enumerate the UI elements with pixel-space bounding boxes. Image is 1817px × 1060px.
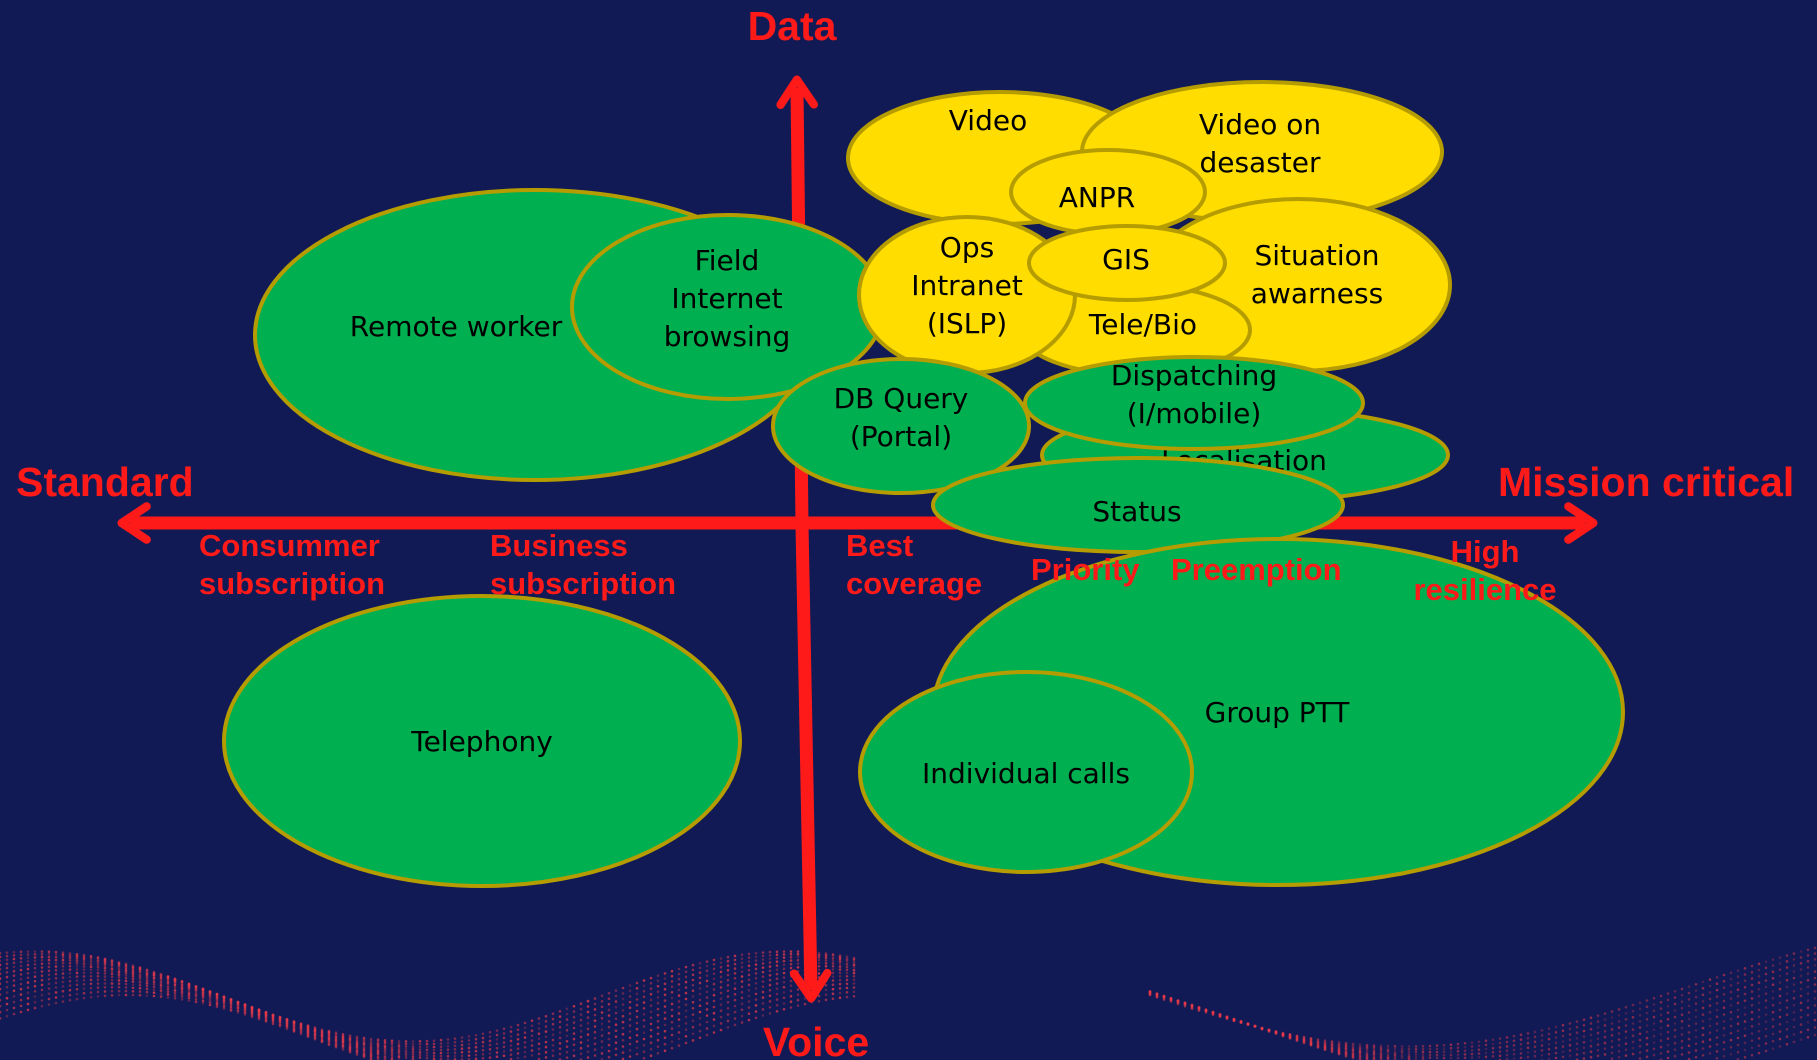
text-line: High xyxy=(1451,534,1520,569)
text-line: Preemption xyxy=(1171,552,1342,587)
text-line: Video on xyxy=(1199,108,1321,141)
text-line: desaster xyxy=(1199,146,1321,179)
text-line: Priority xyxy=(1031,552,1140,587)
text-line: subscription xyxy=(490,566,676,601)
text-line: GIS xyxy=(1102,243,1150,276)
axis-title-data: Data xyxy=(748,3,838,49)
text-line: Individual calls xyxy=(922,757,1130,790)
bubble-label: Status xyxy=(1092,495,1181,528)
label-priority: Priority xyxy=(1031,552,1140,587)
text-line: coverage xyxy=(846,566,982,601)
axis-title-voice: Voice xyxy=(763,1019,869,1060)
text-line: browsing xyxy=(664,320,791,353)
label-business-subscription: Businesssubscription xyxy=(490,528,676,601)
text-line: Situation xyxy=(1254,239,1379,272)
text-line: Dispatching xyxy=(1111,359,1277,392)
text-line: Internet xyxy=(671,282,782,315)
bubble-individual-calls: Individual calls xyxy=(860,672,1192,872)
bubble-label: ANPR xyxy=(1059,181,1135,214)
text-line: subscription xyxy=(199,566,385,601)
bubble-label: Telephony xyxy=(410,725,553,758)
bubble-label: Remote worker xyxy=(350,310,563,343)
bubble-dispatching: Dispatching (I/mobile) xyxy=(1025,357,1363,449)
bubble-anpr: ANPR xyxy=(1011,150,1205,234)
text-line: (I/mobile) xyxy=(1127,397,1262,430)
vertical-axis-down xyxy=(802,525,811,990)
bubble-gis: GIS xyxy=(1029,226,1225,300)
text-line: DB Query xyxy=(834,382,969,415)
text-line: resilience xyxy=(1413,572,1556,607)
text-line: Tele/Bio xyxy=(1088,308,1197,341)
axis-title-standard: Standard xyxy=(16,459,194,505)
text-line: Telephony xyxy=(410,725,553,758)
text-line: Field xyxy=(695,244,760,277)
bubble-label: GIS xyxy=(1102,243,1150,276)
text-line: (ISLP) xyxy=(927,307,1007,340)
text-line: Ops xyxy=(940,231,994,264)
text-line: Status xyxy=(1092,495,1181,528)
bubble-label: Tele/Bio xyxy=(1088,308,1197,341)
text-line: ANPR xyxy=(1059,181,1135,214)
text-line: (Portal) xyxy=(850,420,952,453)
text-line: Intranet xyxy=(911,269,1023,302)
bubble-ops-intranet: OpsIntranet (ISLP) xyxy=(859,217,1075,373)
bubble-label: Video xyxy=(949,104,1027,137)
label-best-coverage: Bestcoverage xyxy=(846,528,982,601)
axis-title-mission-critical: Mission critical xyxy=(1498,459,1794,505)
text-line: Business xyxy=(490,528,628,563)
text-line: awarness xyxy=(1251,277,1383,310)
label-preemption: Preemption xyxy=(1171,552,1342,587)
text-line: Consummer xyxy=(199,528,380,563)
text-line: Group PTT xyxy=(1205,696,1351,729)
text-line: Best xyxy=(846,528,913,563)
bubble-telephony: Telephony xyxy=(224,596,740,886)
bubble-label: Individual calls xyxy=(922,757,1130,790)
bubble-label: Group PTT xyxy=(1205,696,1351,729)
text-line: Video xyxy=(949,104,1027,137)
text-line: Remote worker xyxy=(350,310,563,343)
label-consumer-subscription: Consummersubscription xyxy=(199,528,385,601)
decorative-dot-wave xyxy=(0,947,1816,1060)
